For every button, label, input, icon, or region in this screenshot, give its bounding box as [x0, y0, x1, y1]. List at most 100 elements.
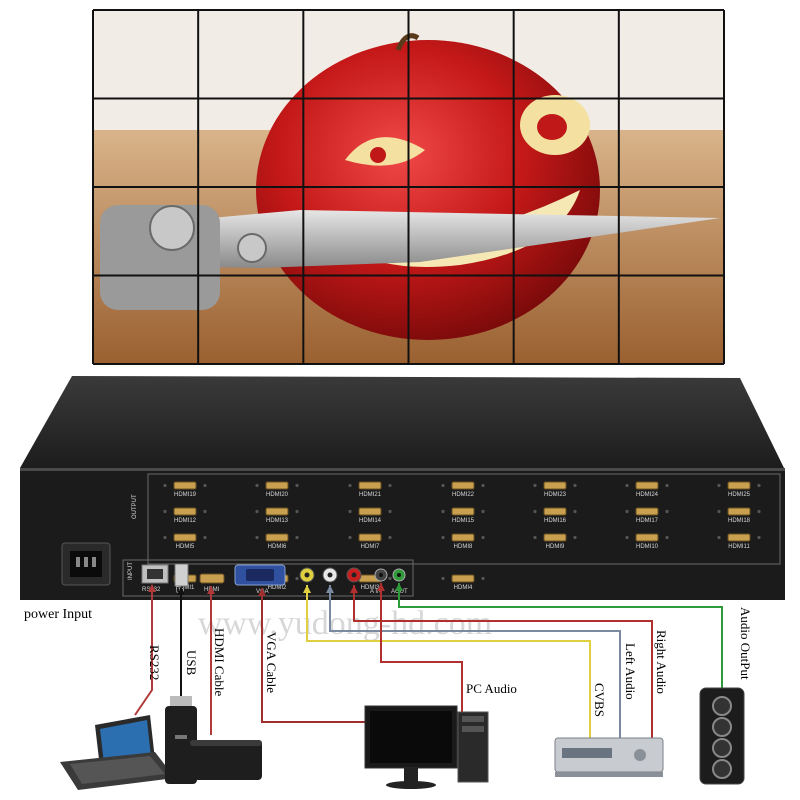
chassis-top	[20, 376, 785, 470]
hdmi-output-port[interactable]	[173, 507, 197, 516]
screw-hole	[717, 483, 721, 488]
apple-stem	[395, 33, 420, 51]
hdmi-output-port[interactable]	[173, 533, 197, 542]
screw-hole	[573, 509, 577, 514]
hdmi-output-port[interactable]	[173, 481, 197, 490]
cvbs-label: CVBS	[592, 683, 607, 717]
screw-hole	[717, 535, 721, 540]
hdmi-output-port-label: HDMI25	[728, 492, 751, 498]
hdmi-output-port[interactable]	[727, 533, 751, 542]
output-panel-label: OUTPUT	[132, 494, 138, 519]
hdmi-output-port-label: HDMI3	[361, 585, 380, 591]
output-panel	[147, 473, 781, 565]
vga-cable	[261, 588, 370, 723]
pc-tower-device	[457, 711, 489, 783]
hdmi-output-port-label: HDMI4	[454, 585, 473, 591]
hdmi-output-port-label: HDMI8	[454, 544, 473, 550]
cable-arrows	[148, 583, 403, 596]
screw-hole	[295, 535, 299, 540]
screw-hole	[255, 509, 259, 514]
hdmi-output-port-label: HDMI13	[266, 518, 289, 524]
cables	[134, 583, 723, 740]
hdmi-output-port[interactable]	[451, 533, 475, 542]
hdmi-output-port[interactable]	[543, 533, 567, 542]
hdmi-output-port[interactable]	[358, 481, 382, 490]
screw-hole	[348, 535, 352, 540]
screw-hole	[388, 576, 392, 581]
screw-hole	[441, 509, 445, 514]
hdmi-output-port[interactable]	[543, 507, 567, 516]
watermark: www.yudong-hd.com	[198, 605, 492, 642]
screw-hole	[163, 483, 167, 488]
left-audio-cable	[329, 585, 621, 740]
hdmi-output-port[interactable]	[543, 481, 567, 490]
hdmi-output-port[interactable]	[727, 507, 751, 516]
hdmi-output-port-label: HDMI12	[174, 518, 197, 524]
hdmi-box-device	[190, 740, 262, 780]
screw-hole	[295, 576, 299, 581]
screw-hole	[757, 509, 761, 514]
hdmi-output-port-label: HDMI10	[636, 544, 659, 550]
screw-hole	[625, 483, 629, 488]
hdmi-output-port-label: HDMI5	[176, 544, 195, 550]
hdmi-output-port-label: HDMI16	[544, 518, 567, 524]
hdmi-output-port[interactable]	[358, 507, 382, 516]
apple-image	[256, 40, 600, 340]
rs232-cable-label: RS232	[147, 645, 162, 680]
hdmi-output-port[interactable]	[358, 533, 382, 542]
screw-hole	[255, 535, 259, 540]
pc-monitor-device	[364, 705, 458, 789]
screw-hole	[573, 535, 577, 540]
hdmi-output-port-label: HDMI17	[636, 518, 659, 524]
audio-out-cable	[398, 583, 723, 690]
hdmi-output-port[interactable]	[265, 533, 289, 542]
screw-hole	[441, 535, 445, 540]
hdmi-output-port[interactable]	[265, 481, 289, 490]
screw-hole	[481, 535, 485, 540]
hdmi-output-port-label: HDMI15	[452, 518, 475, 524]
rs232-cable	[134, 585, 153, 716]
hdmi-output-port-label: HDMI11	[728, 544, 750, 550]
screw-hole	[295, 509, 299, 514]
usb-cable-label: USB	[184, 650, 199, 676]
hdmi-output-port[interactable]	[451, 574, 475, 583]
speaker-device	[699, 687, 745, 785]
hdmi-output-port-label: HDMI24	[636, 492, 659, 498]
hdmi-in-port[interactable]	[199, 573, 225, 584]
hdmi-output-port[interactable]	[265, 507, 289, 516]
hdmi-output-port[interactable]	[635, 507, 659, 516]
screw-hole	[203, 509, 207, 514]
screw-hole	[388, 509, 392, 514]
right-audio-label: Right Audio	[654, 630, 669, 694]
hdmi-output-port-label: HDMI9	[546, 544, 565, 550]
hdmi-output-port-label: HDMI21	[359, 492, 382, 498]
screw-hole	[665, 535, 669, 540]
hdmi-output-port[interactable]	[635, 533, 659, 542]
screw-hole	[665, 483, 669, 488]
hdmi-output-port[interactable]	[635, 481, 659, 490]
input-panel-label: INPUT	[128, 562, 134, 580]
screw-hole	[295, 483, 299, 488]
audio-in-label: A IN	[370, 589, 381, 595]
screw-hole	[388, 535, 392, 540]
screw-hole	[533, 509, 537, 514]
screw-hole	[533, 483, 537, 488]
screw-hole	[481, 576, 485, 581]
dvd-player-device	[554, 737, 664, 777]
hdmi-output-port[interactable]	[451, 507, 475, 516]
hdmi-output-port-label: HDMI23	[544, 492, 567, 498]
hdmi-output-port-label: HDMI14	[359, 518, 382, 524]
screw-hole	[441, 576, 445, 581]
screw-hole	[533, 535, 537, 540]
power-input-label: power Input	[24, 607, 92, 622]
usb-port[interactable]	[174, 563, 189, 587]
screw-hole	[717, 509, 721, 514]
pc-audio-cable	[380, 583, 463, 712]
screw-hole	[163, 535, 167, 540]
hdmi-output-port[interactable]	[727, 481, 751, 490]
wall-bezel-grid	[92, 9, 725, 365]
audio-output-label: Audio OutPut	[738, 607, 753, 680]
hdmi-output-port[interactable]	[451, 481, 475, 490]
